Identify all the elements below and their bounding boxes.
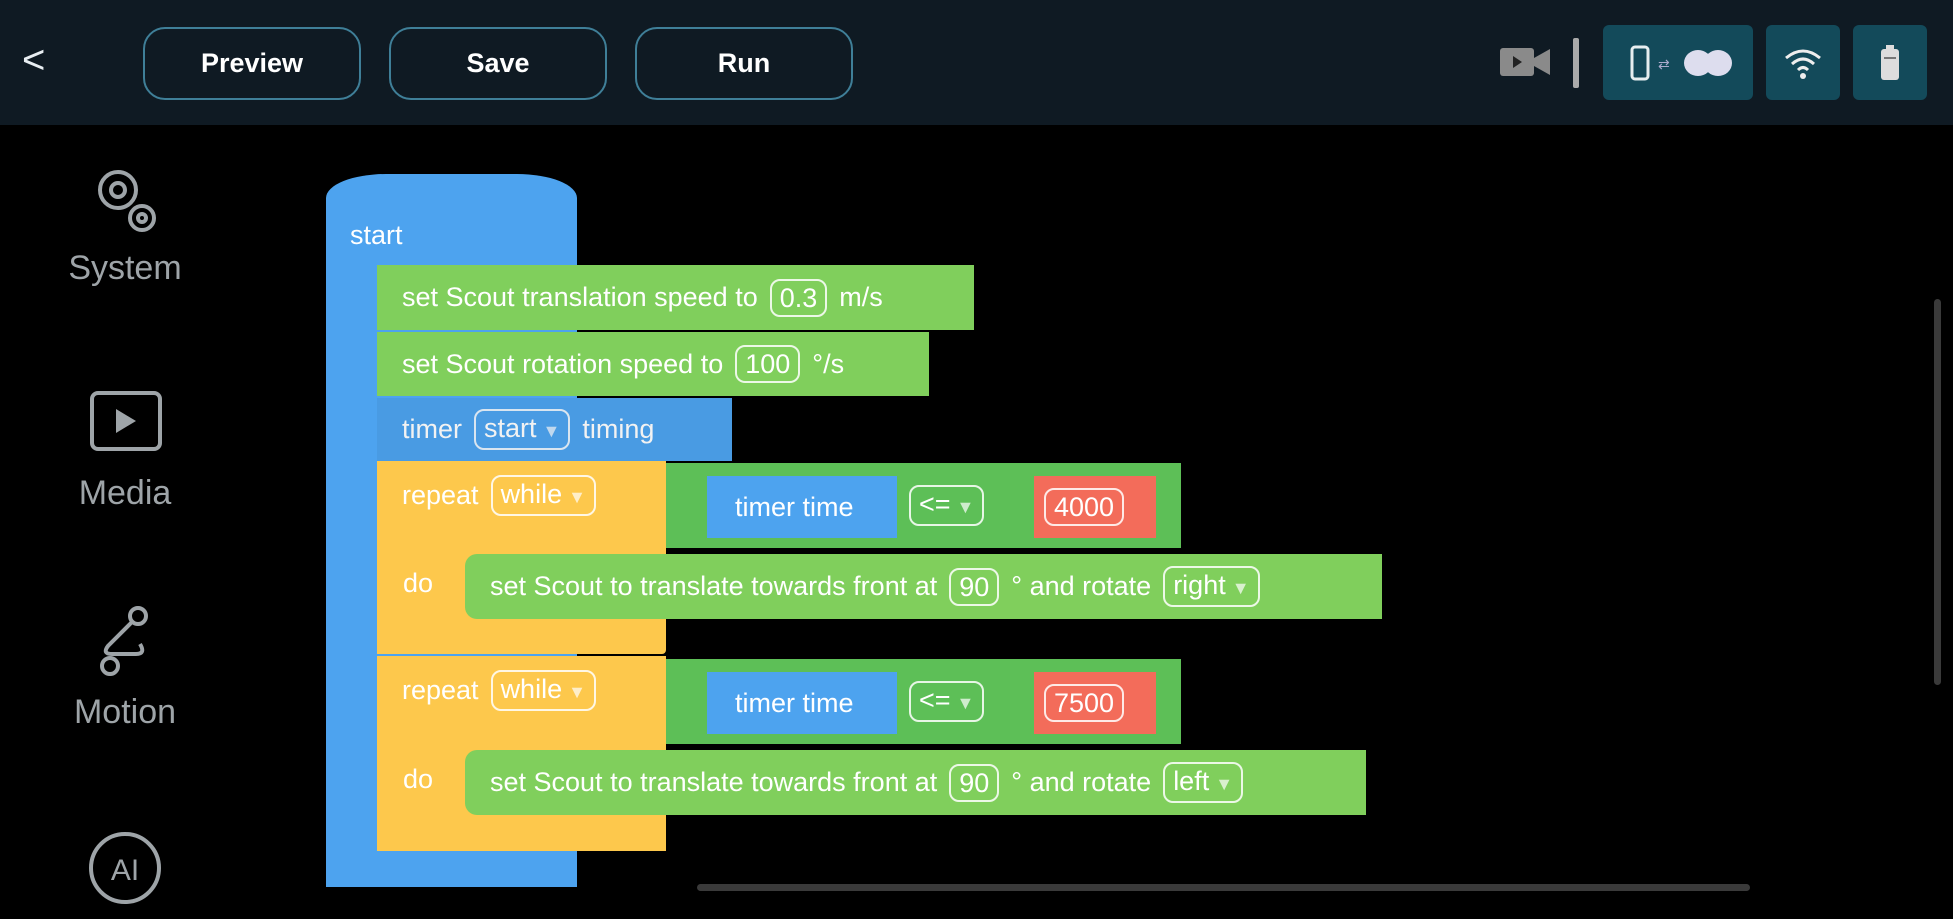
sidebar-label: System bbox=[68, 249, 182, 287]
number-block[interactable]: 4000 bbox=[1034, 476, 1156, 538]
sidebar-item-system[interactable]: System bbox=[40, 160, 210, 288]
motion-path-icon bbox=[100, 606, 148, 676]
operator-dropdown[interactable]: <= bbox=[909, 485, 985, 526]
timer-dropdown[interactable]: start bbox=[474, 409, 571, 450]
svg-text:AI: AI bbox=[111, 854, 139, 887]
top-toolbar: < Preview Save Run ⇄ bbox=[0, 0, 1953, 125]
phone-connect-robot-icon: ⇄ bbox=[1630, 45, 1732, 80]
direction-dropdown[interactable]: right bbox=[1163, 566, 1260, 607]
sidebar-label: Media bbox=[78, 474, 172, 512]
rotation-input[interactable]: 100 bbox=[735, 345, 801, 383]
repeat-mode-dropdown[interactable]: while bbox=[490, 669, 596, 711]
wifi-icon bbox=[1785, 49, 1821, 79]
direction-dropdown[interactable]: left bbox=[1163, 762, 1244, 803]
repeat-label: repeat bbox=[402, 479, 479, 510]
sidebar-item-ai[interactable]: AI bbox=[40, 830, 210, 919]
angle-input[interactable]: 90 bbox=[949, 763, 1000, 802]
operator: <= bbox=[909, 485, 985, 526]
vertical-scrollbar[interactable] bbox=[1934, 299, 1941, 685]
set-translation-speed-block[interactable]: set Scout translation speed to 0.3 m/s bbox=[377, 265, 974, 330]
timer-time-block[interactable]: timer time bbox=[707, 672, 897, 734]
divider bbox=[1573, 38, 1579, 88]
block-text: timer bbox=[402, 414, 462, 444]
repeat-header: repeat while bbox=[377, 470, 596, 520]
unit-label: m/s bbox=[839, 282, 883, 312]
sidebar-label: Motion bbox=[73, 693, 177, 731]
block-text: ° and rotate bbox=[1011, 767, 1152, 797]
number-block[interactable]: 7500 bbox=[1034, 672, 1156, 734]
block-text: set Scout rotation speed to bbox=[402, 348, 724, 379]
translate-rotate-block[interactable]: set Scout to translate towards front at … bbox=[465, 750, 1366, 815]
set-rotation-speed-block[interactable]: set Scout rotation speed to 100 °/s bbox=[377, 332, 929, 396]
gear-icon bbox=[98, 170, 156, 232]
do-label: do bbox=[403, 764, 434, 794]
block-text: set Scout to translate towards front at bbox=[490, 767, 938, 797]
timer-block[interactable]: timer start timing bbox=[377, 398, 732, 461]
limit-input[interactable]: 7500 bbox=[1044, 684, 1125, 722]
start-label: start bbox=[350, 220, 403, 250]
preview-button[interactable]: Preview bbox=[143, 27, 361, 100]
video-camera-icon[interactable] bbox=[1500, 46, 1550, 83]
block-text: set Scout translation speed to bbox=[402, 282, 758, 312]
operator: <= bbox=[909, 681, 985, 722]
block-text: ° and rotate bbox=[1011, 571, 1152, 601]
unit-label: °/s bbox=[812, 348, 845, 379]
block-text: set Scout to translate towards front at bbox=[490, 571, 938, 601]
save-button[interactable]: Save bbox=[389, 27, 607, 100]
battery-button[interactable] bbox=[1853, 25, 1927, 100]
operator-dropdown[interactable]: <= bbox=[909, 681, 985, 722]
speed-input[interactable]: 0.3 bbox=[769, 278, 828, 317]
device-connection-button[interactable]: ⇄ bbox=[1603, 25, 1753, 100]
repeat-mode-dropdown[interactable]: while bbox=[490, 474, 596, 516]
angle-input[interactable]: 90 bbox=[949, 567, 1000, 606]
ai-icon: AI bbox=[89, 832, 161, 904]
battery-icon bbox=[1881, 44, 1899, 80]
play-icon bbox=[90, 391, 162, 451]
sidebar-item-motion[interactable]: Motion bbox=[40, 604, 210, 732]
back-button[interactable]: < bbox=[22, 38, 46, 82]
sidebar-item-media[interactable]: Media bbox=[40, 385, 210, 513]
run-button[interactable]: Run bbox=[635, 27, 853, 100]
repeat-spine bbox=[377, 461, 465, 654]
limit-input[interactable]: 4000 bbox=[1044, 488, 1125, 526]
do-label: do bbox=[403, 568, 434, 598]
repeat-header: repeat while bbox=[377, 665, 596, 715]
svg-text:⇄: ⇄ bbox=[1658, 56, 1670, 72]
horizontal-scrollbar[interactable] bbox=[697, 884, 1750, 891]
translate-rotate-block[interactable]: set Scout to translate towards front at … bbox=[465, 554, 1382, 619]
wifi-button[interactable] bbox=[1766, 25, 1840, 100]
block-text: timing bbox=[582, 414, 655, 444]
repeat-label: repeat bbox=[402, 674, 479, 705]
timer-time-block[interactable]: timer time bbox=[707, 476, 897, 538]
